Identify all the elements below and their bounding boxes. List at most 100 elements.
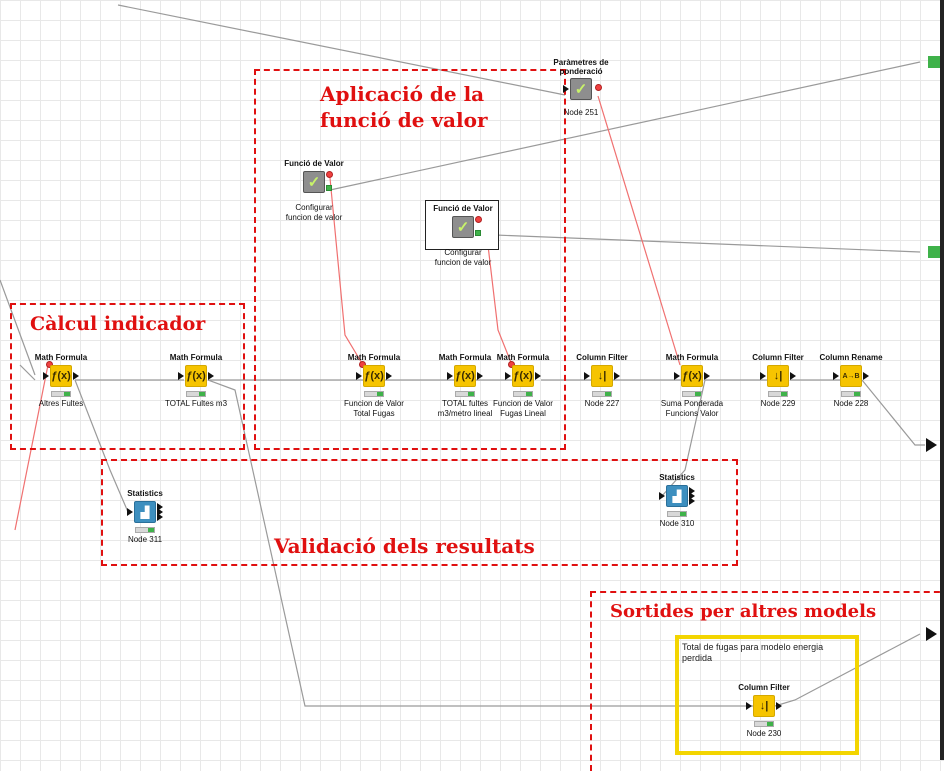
output-port-arrow-icon[interactable] — [73, 372, 79, 380]
statistics-icon: ▟ — [134, 501, 156, 523]
node-label[interactable]: TOTAL Fultes m3 — [164, 399, 228, 408]
output-port-arrow-icon[interactable] — [689, 487, 695, 495]
flow-variable-port[interactable] — [326, 171, 333, 178]
math-formula-node-suma-ponderada[interactable]: Math Formula ƒ(x) Suma Ponderada Funcion… — [647, 352, 737, 419]
output-port-arrow-icon[interactable] — [157, 508, 163, 516]
node-title: Math Formula — [438, 353, 492, 362]
input-port-arrow-icon[interactable] — [563, 85, 569, 93]
node-title: Column Filter — [752, 353, 804, 362]
flow-variable-port[interactable] — [46, 361, 53, 368]
node-label-line2[interactable]: Funcions Valor — [665, 409, 719, 418]
node-label[interactable]: Node 227 — [584, 399, 620, 408]
funcio-de-valor-node-1[interactable]: Funció de Valor ✓ Configurar funcion de … — [269, 158, 359, 223]
input-port-arrow-icon[interactable] — [746, 702, 752, 710]
output-port-arrow-icon[interactable] — [614, 372, 620, 380]
node-label-line1[interactable]: Configurar — [444, 248, 482, 257]
node-label-line2[interactable]: funcion de valor — [285, 213, 343, 222]
input-port-arrow-icon[interactable] — [178, 372, 184, 380]
math-formula-icon: ƒ(x) — [681, 365, 703, 387]
node-label[interactable]: Node 230 — [746, 729, 782, 738]
sortides-models-box — [590, 591, 944, 771]
input-port-arrow-icon[interactable] — [584, 372, 590, 380]
output-port-arrow-icon[interactable] — [208, 372, 214, 380]
node-label-line1[interactable]: Suma Ponderada — [660, 399, 724, 408]
math-formula-node-altres-fultes[interactable]: Math Formula ƒ(x) Altres Fultes — [16, 352, 106, 409]
node-label[interactable]: Altres Fultes — [38, 399, 84, 408]
vertical-scrollbar[interactable] — [940, 0, 944, 760]
workflow-output-port-1[interactable] — [928, 56, 940, 68]
output-port-arrow-icon[interactable] — [477, 372, 483, 380]
node-label[interactable]: Node 310 — [659, 519, 695, 528]
input-port-arrow-icon[interactable] — [43, 372, 49, 380]
statistics-node-311[interactable]: Statistics ▟ Node 311 — [100, 488, 190, 545]
node-label[interactable]: Node 229 — [760, 399, 796, 408]
output-port-arrow-icon[interactable] — [386, 372, 392, 380]
node-label[interactable]: Node 311 — [127, 535, 163, 544]
input-port-arrow-icon[interactable] — [659, 492, 665, 500]
math-formula-icon: ƒ(x) — [185, 365, 207, 387]
parametres-ponderacio-node[interactable]: Paràmetres de ponderació ✓ Node 251 — [536, 58, 626, 118]
column-filter-node-229[interactable]: Column Filter ↓| Node 229 — [733, 352, 823, 409]
output-port-arrow-icon[interactable] — [863, 372, 869, 380]
math-formula-node-funcion-lineal[interactable]: Math Formula ƒ(x) Funcion de Valor Fugas… — [478, 352, 568, 419]
output-port-arrow-icon[interactable] — [689, 492, 695, 500]
math-formula-node-total-fultes[interactable]: Math Formula ƒ(x) TOTAL Fultes m3 — [151, 352, 241, 409]
node-label[interactable]: Node 228 — [833, 399, 869, 408]
output-port-arrow-icon[interactable] — [790, 372, 796, 380]
output-port-arrow-icon[interactable] — [776, 702, 782, 710]
math-formula-icon: ƒ(x) — [363, 365, 385, 387]
flow-variable-port[interactable] — [359, 361, 366, 368]
output-port-arrow-icon[interactable] — [157, 503, 163, 511]
column-filter-icon: ↓| — [767, 365, 789, 387]
output-port-arrow-icon[interactable] — [689, 497, 695, 505]
flow-variable-port[interactable] — [475, 216, 482, 223]
node-label-line2[interactable]: m3/metro lineal — [437, 409, 493, 418]
input-port-arrow-icon[interactable] — [447, 372, 453, 380]
funcio-de-valor-node-2[interactable]: Funció de Valor ✓ Configurar funcion de … — [418, 203, 508, 268]
column-filter-icon: ↓| — [591, 365, 613, 387]
output-port-arrow-icon[interactable] — [157, 513, 163, 521]
node-title: Math Formula — [665, 353, 719, 362]
input-port-arrow-icon[interactable] — [833, 372, 839, 380]
column-filter-node-227[interactable]: Column Filter ↓| Node 227 — [557, 352, 647, 409]
status-traffic-light — [455, 391, 475, 397]
node-title-line2: ponderació — [559, 67, 603, 76]
column-rename-node-228[interactable]: Column Rename A→B Node 228 — [806, 352, 896, 409]
node-label-line1[interactable]: Funcion de Valor — [344, 399, 404, 408]
node-label-line2[interactable]: funcion de valor — [434, 258, 492, 267]
check-icon: ✓ — [303, 171, 325, 193]
node-title: Column Filter — [738, 683, 790, 692]
statistics-node-310[interactable]: Statistics ▟ Node 310 — [632, 472, 722, 529]
input-port-arrow-icon[interactable] — [505, 372, 511, 380]
input-port-arrow-icon[interactable] — [127, 508, 133, 516]
column-rename-icon: A→B — [840, 365, 862, 387]
node-label-line2[interactable]: Total Fugas — [353, 409, 395, 418]
column-filter-icon: ↓| — [753, 695, 775, 717]
flow-variable-port[interactable] — [508, 361, 515, 368]
workflow-output-port-2[interactable] — [928, 246, 940, 258]
workflow-output-arrow-2[interactable] — [926, 627, 937, 641]
node-label-line1[interactable]: Configurar — [295, 203, 333, 212]
output-port[interactable] — [475, 230, 481, 236]
node-label-line1[interactable]: Funcion de Valor — [493, 399, 553, 408]
node-label-line1[interactable]: TOTAL fultes — [441, 399, 489, 408]
column-filter-node-230[interactable]: Column Filter ↓| Node 230 — [719, 682, 809, 739]
output-port-arrow-icon[interactable] — [535, 372, 541, 380]
input-port-arrow-icon[interactable] — [674, 372, 680, 380]
node-title: Statistics — [659, 473, 695, 482]
node-label-line2[interactable]: Fugas Lineal — [500, 409, 546, 418]
output-port[interactable] — [326, 185, 332, 191]
status-traffic-light — [135, 527, 155, 533]
validacio-resultats-title: Validació dels resultats — [274, 534, 535, 558]
input-port-arrow-icon[interactable] — [760, 372, 766, 380]
workflow-output-arrow-1[interactable] — [926, 438, 937, 452]
output-port-arrow-icon[interactable] — [704, 372, 710, 380]
flow-variable-port[interactable] — [595, 84, 602, 91]
aplicacio-funcio-title-line2: funció de valor — [320, 108, 488, 132]
math-formula-node-funcion-total[interactable]: Math Formula ƒ(x) Funcion de Valor Total… — [329, 352, 419, 419]
check-icon: ✓ — [570, 78, 592, 100]
status-traffic-light — [186, 391, 206, 397]
math-formula-node-total-lineal[interactable]: Math Formula ƒ(x) TOTAL fultes m3/metro … — [420, 352, 510, 419]
node-label[interactable]: Node 251 — [563, 108, 599, 117]
input-port-arrow-icon[interactable] — [356, 372, 362, 380]
